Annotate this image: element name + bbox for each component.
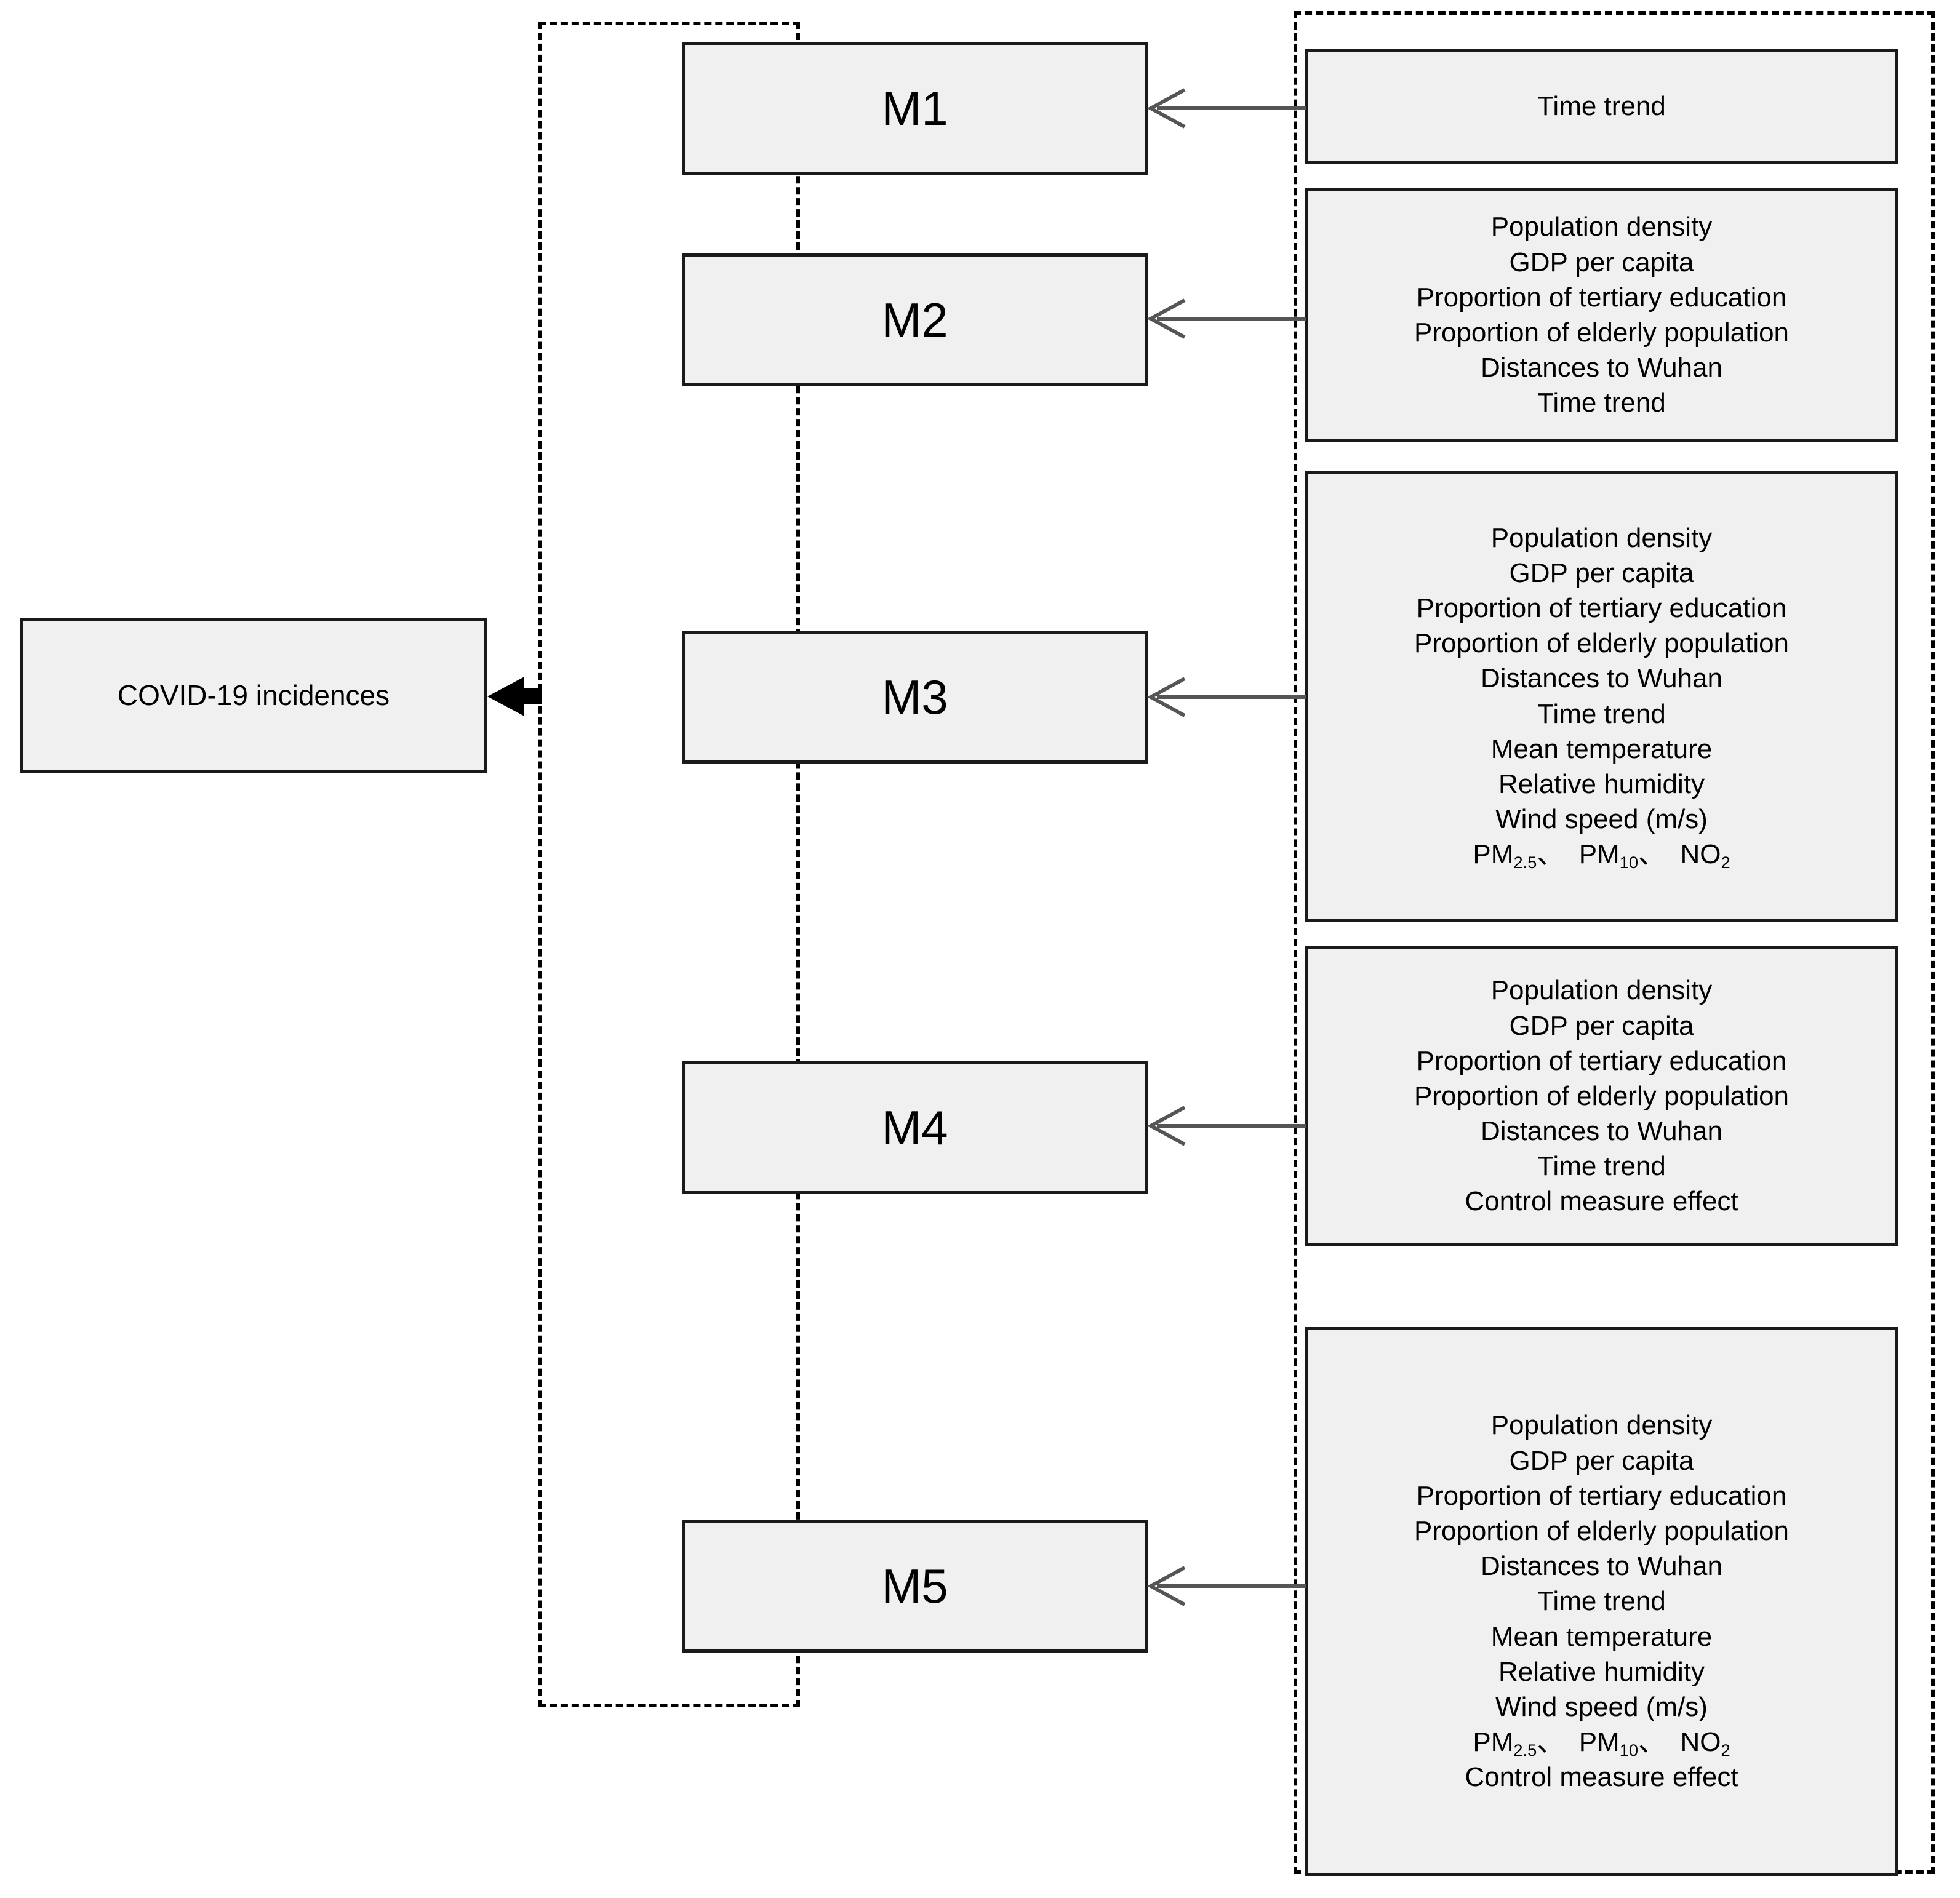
covariate-item: Proportion of tertiary education (1416, 1480, 1787, 1511)
covariate-list-m1: Time trend (1319, 61, 1884, 152)
outcome-label: COVID-19 incidences (117, 679, 390, 711)
model-box-m3[interactable]: M3 (682, 631, 1148, 764)
arrow-covar-m2-to-model-m2 (1146, 298, 1306, 339)
covariate-item: Proportion of tertiary education (1416, 592, 1787, 623)
model-label-m3: M3 (881, 669, 948, 724)
covariate-item: Distances to Wuhan (1481, 1116, 1722, 1147)
model-box-m2[interactable]: M2 (682, 253, 1148, 386)
covariate-item: Population density (1490, 212, 1713, 242)
covariate-item: Proportion of elderly population (1414, 317, 1790, 348)
model-box-m1[interactable]: M1 (682, 42, 1148, 175)
covariate-item: Population density (1490, 1410, 1713, 1441)
outcome-box[interactable]: COVID-19 incidences (20, 618, 487, 773)
model-box-m4[interactable]: M4 (682, 1061, 1148, 1194)
covariate-item: Mean temperature (1490, 733, 1713, 764)
covariate-item: Control measure effect (1465, 1762, 1738, 1793)
arrow-covar-m1-to-model-m1 (1146, 88, 1306, 129)
covariate-item: Time trend (1537, 698, 1666, 729)
covariate-item: Distances to Wuhan (1481, 353, 1722, 383)
covariate-item: GDP per capita (1509, 247, 1694, 277)
arrow-models-to-outcome (487, 677, 542, 716)
covariate-item: Time trend (1537, 91, 1666, 122)
covariate-item: Wind speed (m/s) (1495, 804, 1708, 835)
covariate-item: Proportion of tertiary education (1416, 1045, 1787, 1076)
covariate-item: PM2.5、 PM10、 NO2 (1473, 1727, 1730, 1760)
covariate-item: Population density (1490, 522, 1713, 553)
covariate-box-m1[interactable]: Time trend (1305, 49, 1898, 164)
arrow-covar-m5-to-model-m5 (1146, 1566, 1306, 1606)
covariate-item: Relative humidity (1498, 1656, 1705, 1687)
arrow-covar-m3-to-model-m3 (1146, 677, 1306, 717)
arrow-covar-m4-to-model-m4 (1146, 1106, 1306, 1146)
covariate-item: GDP per capita (1509, 557, 1694, 588)
model-label-m5: M5 (881, 1558, 948, 1613)
covariate-item: Proportion of elderly population (1414, 1516, 1790, 1547)
covariate-item: Relative humidity (1498, 768, 1705, 799)
covariate-item: Time trend (1537, 1586, 1666, 1617)
model-box-m5[interactable]: M5 (682, 1520, 1148, 1653)
covariate-item: Population density (1490, 975, 1713, 1006)
covariate-item: GDP per capita (1509, 1010, 1694, 1041)
covariate-item: Time trend (1537, 388, 1666, 418)
covariate-item: GDP per capita (1509, 1445, 1694, 1476)
model-label-m2: M2 (881, 292, 948, 347)
covariate-item: Control measure effect (1465, 1186, 1738, 1217)
covariate-item: Distances to Wuhan (1481, 1551, 1722, 1582)
covariate-item: Wind speed (m/s) (1495, 1691, 1708, 1722)
covariate-item: Mean temperature (1490, 1621, 1713, 1652)
covariate-item: PM2.5、 PM10、 NO2 (1473, 839, 1730, 872)
covariate-item: Proportion of elderly population (1414, 1080, 1790, 1111)
covariate-item: Proportion of elderly population (1414, 628, 1790, 659)
models-group-container (538, 22, 800, 1707)
covariate-item: Time trend (1537, 1151, 1666, 1182)
covariate-item: Proportion of tertiary education (1416, 282, 1787, 313)
covariate-item: Distances to Wuhan (1481, 663, 1722, 694)
model-label-m1: M1 (881, 81, 948, 135)
model-label-m4: M4 (881, 1100, 948, 1155)
